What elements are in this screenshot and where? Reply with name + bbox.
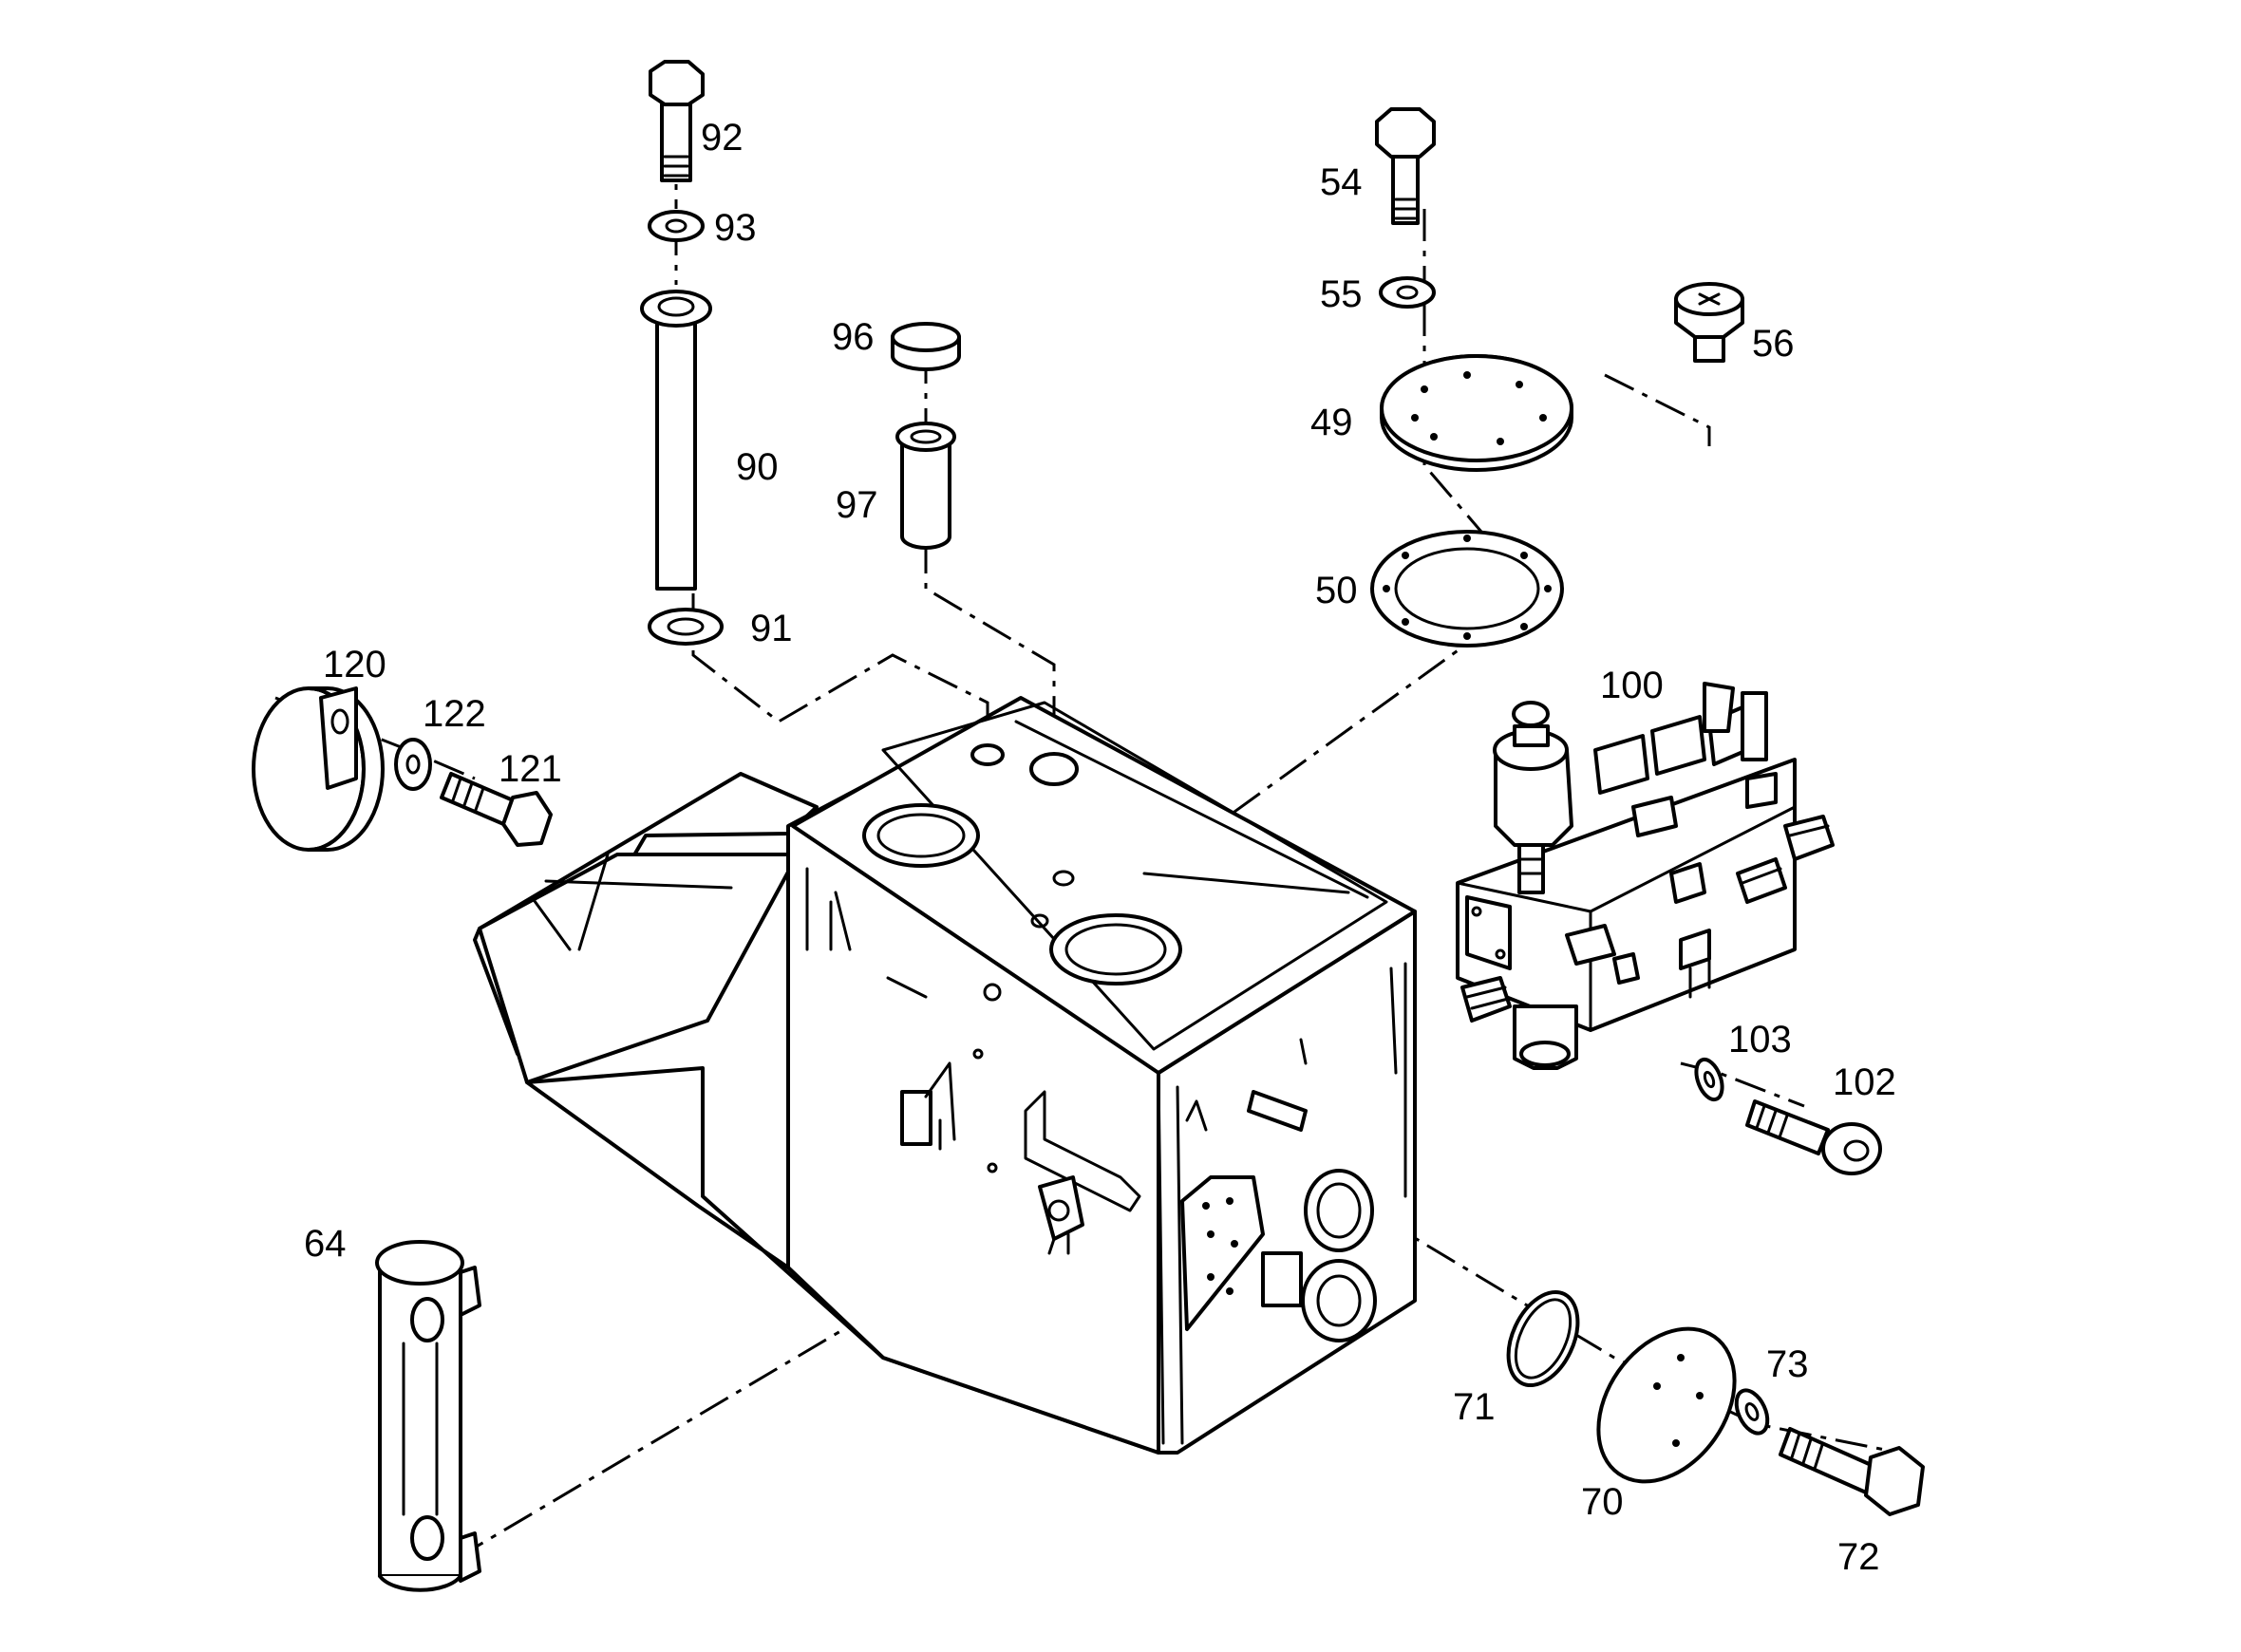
front-bracket — [900, 1090, 932, 1146]
washer-55 — [1379, 276, 1436, 309]
o-ring-71 — [1506, 1289, 1580, 1388]
cap-96 — [891, 322, 961, 371]
label-71: 71 — [1453, 1386, 1496, 1428]
washer-103 — [1694, 1057, 1724, 1102]
bushing-97 — [895, 422, 956, 550]
label-92: 92 — [701, 117, 744, 159]
label-97: 97 — [836, 484, 878, 526]
trough-edges — [530, 853, 733, 951]
label-54: 54 — [1320, 161, 1363, 203]
label-120: 120 — [323, 644, 386, 685]
valve-block-100 — [1456, 682, 1835, 1070]
washer-122 — [394, 738, 432, 791]
label-50: 50 — [1315, 570, 1358, 611]
label-49: 49 — [1310, 402, 1353, 443]
port-91-seat — [970, 743, 1005, 766]
label-122: 122 — [423, 693, 486, 735]
label-90: 90 — [736, 446, 779, 488]
right-port-lower — [1301, 1259, 1377, 1342]
label-56: 56 — [1752, 323, 1795, 365]
label-93: 93 — [714, 207, 757, 249]
label-102: 102 — [1833, 1061, 1896, 1103]
front-valve — [1038, 1175, 1084, 1241]
washer-73 — [1734, 1388, 1770, 1436]
disk-120 — [252, 686, 385, 852]
plug-56 — [1674, 282, 1744, 363]
label-70: 70 — [1581, 1481, 1624, 1523]
front-slots — [805, 867, 928, 999]
label-91: 91 — [750, 608, 793, 649]
label-100: 100 — [1600, 665, 1664, 706]
pipe-90 — [640, 290, 712, 591]
bolt-54 — [1375, 107, 1436, 225]
right-block — [1261, 1251, 1303, 1307]
gasket-50 — [1370, 530, 1564, 648]
right-port-plate — [1180, 1175, 1265, 1331]
right-port-upper — [1304, 1169, 1374, 1252]
housing-top-face — [791, 696, 1417, 1075]
top-opening-center — [1049, 913, 1182, 986]
label-96: 96 — [832, 316, 875, 358]
top-edges — [1014, 720, 1369, 1445]
right-slot — [1247, 1090, 1308, 1132]
sight-gauge-64 — [375, 1240, 481, 1592]
label-72: 72 — [1837, 1536, 1880, 1578]
label-64: 64 — [304, 1223, 347, 1265]
label-73: 73 — [1766, 1343, 1809, 1385]
port-97-seat — [1029, 752, 1079, 786]
bolt-92 — [649, 60, 705, 182]
label-103: 103 — [1728, 1019, 1792, 1061]
gasket-91 — [648, 608, 724, 646]
label-121: 121 — [499, 748, 562, 790]
bolt-72 — [1779, 1427, 1925, 1516]
cover-plate-70 — [1596, 1326, 1737, 1484]
front-rib — [1024, 1090, 1141, 1212]
washer-93 — [648, 210, 705, 242]
label-55: 55 — [1320, 273, 1363, 315]
trough-side — [478, 853, 800, 1084]
bolt-121 — [440, 772, 553, 847]
screw-102 — [1745, 1099, 1882, 1175]
main-housing — [473, 696, 1417, 1455]
cover-plate-49 — [1380, 354, 1573, 472]
